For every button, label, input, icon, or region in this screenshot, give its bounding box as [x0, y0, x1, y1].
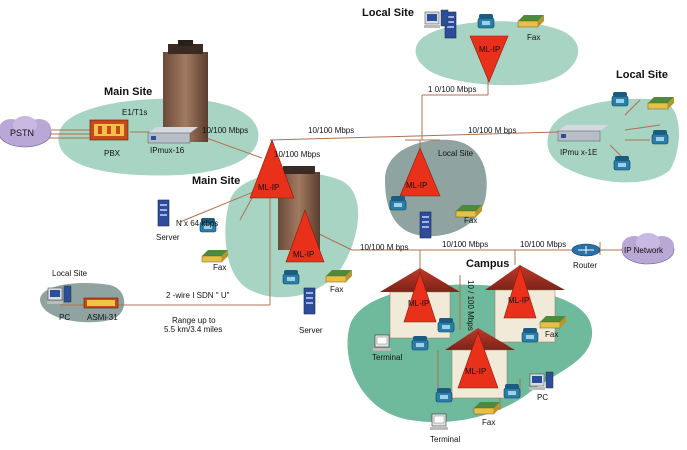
phone-icon [503, 383, 521, 399]
range-label: Range up to [172, 316, 216, 325]
local-site-right-area [547, 98, 680, 183]
range-label: 5.5 km/3.4 miles [164, 325, 222, 334]
ml-ip-local-center: ML-IP [399, 147, 441, 197]
local-site-center-title: Local Site [438, 149, 474, 158]
site-areas [40, 21, 680, 423]
e1t1-label: E1/T1s [122, 108, 147, 117]
server-label: Server [299, 326, 323, 335]
pc-icon [528, 371, 554, 391]
main-site-mid-title: Main Site [192, 175, 240, 187]
ml-ip-label: ML-IP [406, 181, 427, 190]
ipmux1e-icon [557, 125, 608, 142]
server-icon [303, 287, 316, 315]
asmi31-icon [83, 297, 119, 309]
ml-ip-label: ML-IP [258, 183, 279, 192]
server-icon [419, 211, 432, 239]
campus-title: Campus [466, 258, 509, 270]
pbx-label: PBX [104, 149, 121, 158]
router-label: Router [573, 261, 597, 270]
phone-icon [611, 91, 629, 107]
link-speed-label: 10/100 Mbps [274, 150, 320, 159]
phone-icon [411, 335, 429, 351]
terminal-label: Terminal [372, 353, 402, 362]
fax-label: Fax [545, 330, 558, 339]
ml-ip-label: ML-IP [479, 45, 500, 54]
phone-icon [435, 387, 453, 403]
local-site-right-title: Local Site [616, 69, 668, 81]
ipmux16-label: IPmux-16 [150, 146, 185, 155]
ml-ip-main-mid: ML-IP [285, 209, 325, 263]
isdn-label: 2 -wire I SDN " U" [166, 291, 230, 300]
ml-ip-local-top: ML-IP [469, 35, 509, 83]
server-icon [157, 199, 170, 227]
local-site-top-title: Local Site [362, 7, 414, 19]
fax-label: Fax [482, 418, 495, 427]
fax-icon [201, 249, 229, 263]
pc-icon [423, 9, 449, 29]
phone-icon [282, 269, 300, 285]
ipmux1e-label: IPmu x-1E [560, 148, 597, 157]
phone-icon [613, 155, 631, 171]
local-site-left-title: Local Site [52, 269, 88, 278]
link-speed-label: 10 / 100 Mbps [466, 280, 475, 331]
link-speed-label: 10/100 M bps [468, 126, 516, 135]
main-site-top-title: Main Site [104, 86, 152, 98]
server-label: Server [156, 233, 180, 242]
ml-ip-main-top: ML-IP [249, 139, 295, 199]
ml-ip-label: ML-IP [293, 250, 314, 259]
router-icon [571, 243, 601, 257]
ml-ip-campus-2: ML-IP [503, 264, 537, 319]
link-speed-label: 10/100 Mbps [520, 240, 566, 249]
fax-label: Fax [464, 216, 477, 225]
phone-icon [389, 195, 407, 211]
phone-icon [521, 327, 539, 343]
link-speed-label: 10/100 Mbps [442, 240, 488, 249]
ipmux16-icon [147, 127, 198, 144]
pc-icon [46, 285, 72, 305]
pc-label: PC [537, 393, 548, 402]
link-speed-label: 1 0/100 Mbps [428, 85, 476, 94]
nx64-label: N x 64 kbps [176, 219, 218, 228]
phone-icon [477, 13, 495, 29]
ml-ip-campus-3: ML-IP [457, 331, 499, 389]
link-speed-label: 10/100 M bps [360, 243, 408, 252]
fax-label: Fax [330, 285, 343, 294]
pbx-icon [89, 119, 129, 141]
phone-icon [437, 317, 455, 333]
link-speed-label: 10/100 Mbps [202, 126, 248, 135]
terminal-label: Terminal [430, 435, 460, 444]
asmi31-label: ASMi-31 [87, 313, 118, 322]
terminal-icon [429, 413, 449, 431]
terminal-icon [372, 334, 392, 352]
fax-label: Fax [213, 263, 226, 272]
pc-label: PC [59, 313, 70, 322]
fax-label: Fax [527, 33, 540, 42]
phone-icon [651, 129, 669, 145]
ml-ip-label: ML-IP [408, 299, 429, 308]
ip-network-label: IP Network [624, 246, 664, 255]
ml-ip-label: ML-IP [508, 296, 529, 305]
ml-ip-campus-1: ML-IP [403, 271, 437, 323]
link-speed-label: 10/100 Mbps [308, 126, 354, 135]
pstn-label: PSTN [10, 128, 34, 138]
ml-ip-label: ML-IP [465, 367, 486, 376]
